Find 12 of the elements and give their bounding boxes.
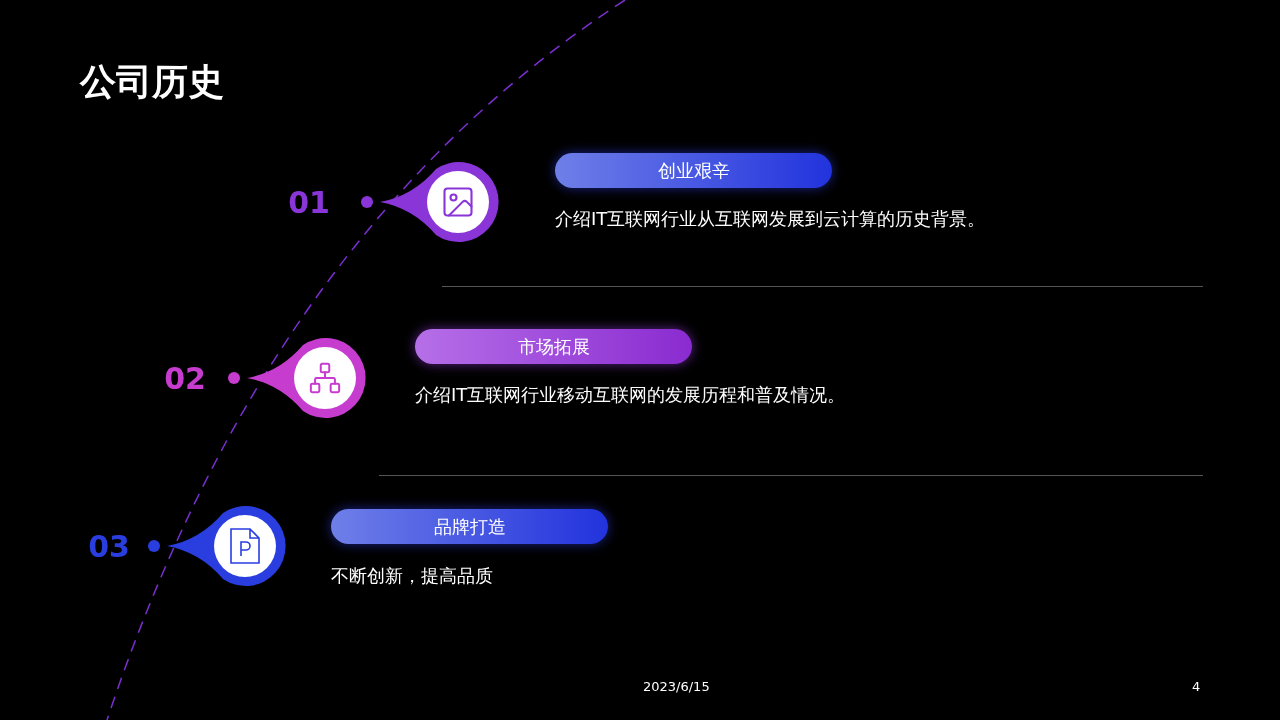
description-text: 介绍IT互联网行业从互联网发展到云计算的历史背景。	[555, 207, 986, 231]
step-number: 01	[287, 185, 330, 220]
heading-pill: 品牌打造	[331, 509, 608, 544]
step-number: 02	[163, 361, 206, 396]
description-text: 不断创新，提高品质	[331, 564, 493, 588]
date-text: 2023/6/15	[643, 679, 710, 694]
description-text: 介绍IT互联网行业移动互联网的发展历程和普及情况。	[415, 383, 846, 407]
step-number: 03	[87, 529, 130, 564]
page-number: 4	[1192, 679, 1201, 694]
heading-pill: 创业艰辛	[555, 153, 832, 188]
heading-pill: 市场拓展	[415, 329, 692, 364]
slide-title: 公司历史	[80, 60, 224, 104]
